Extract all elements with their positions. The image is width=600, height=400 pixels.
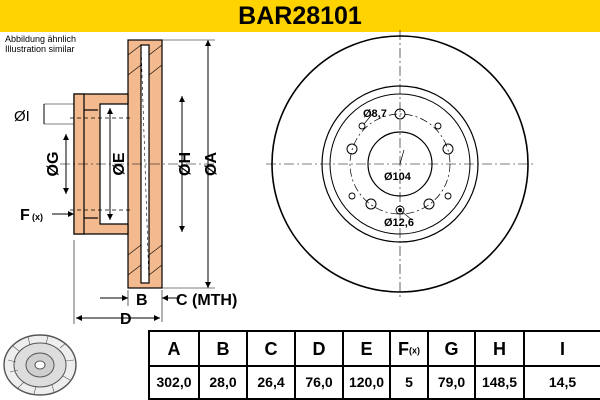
- table-value-f: 5: [389, 367, 427, 398]
- label-dim-e: ØE: [111, 152, 128, 175]
- label-hole-diameter: Ø8,7: [363, 108, 387, 120]
- table-border-bottom: [148, 398, 600, 400]
- section-hatching: [127, 44, 163, 276]
- locating-hole: [444, 192, 452, 200]
- header-bar: [0, 0, 600, 32]
- table-value-a: 302,0: [148, 367, 198, 398]
- table-header-b: B: [198, 332, 246, 365]
- label-pcd: Ø104: [384, 171, 412, 183]
- table-value-g: 79,0: [427, 367, 474, 398]
- label-center-hole: Ø12,6: [384, 217, 414, 229]
- table-value-h: 148,5: [474, 367, 523, 398]
- label-dim-a: ØA: [203, 152, 220, 176]
- bolt-hole: [423, 198, 435, 210]
- table-header-c: C: [246, 332, 294, 365]
- label-d: D: [120, 311, 132, 328]
- front-view: [266, 30, 534, 298]
- disc-thumbnail: [3, 334, 77, 396]
- table-divider: [148, 365, 600, 367]
- table-header-f: F(x): [389, 332, 427, 365]
- locating-holes: [348, 122, 452, 215]
- table-value-e: 120,0: [342, 367, 389, 398]
- part-number-title: BAR28101: [238, 2, 362, 30]
- note-line-de: Abbildung ähnlich: [5, 34, 77, 44]
- locating-hole: [358, 122, 366, 130]
- label-b: B: [136, 292, 148, 309]
- locating-hole: [348, 192, 356, 200]
- label-c: C (MTH): [176, 292, 237, 309]
- bolt-hole: [346, 143, 358, 155]
- illustration-note: Abbildung ähnlich Illustration similar: [5, 34, 76, 54]
- label-dim-i: ØI: [14, 108, 30, 125]
- note-line-en: Illustration similar: [5, 44, 75, 54]
- label-dim-h: ØH: [177, 152, 194, 176]
- side-dimensions: [43, 39, 215, 324]
- table-value-i: 14,5: [523, 367, 600, 398]
- table-header-f-sub: (x): [409, 345, 420, 356]
- bolt-hole: [365, 198, 377, 210]
- label-f: F: [20, 207, 30, 224]
- bolt-hole: [394, 108, 406, 120]
- table-header-g: G: [427, 332, 474, 365]
- table-header-i: I: [523, 332, 600, 365]
- locating-hole: [434, 122, 442, 130]
- disc-hat: [73, 93, 129, 235]
- table-header-e: E: [342, 332, 389, 365]
- side-section-view: [60, 39, 215, 289]
- table-value-c: 26,4: [246, 367, 294, 398]
- bolt-holes: [346, 108, 454, 210]
- bolt-hole: [442, 143, 454, 155]
- spec-table: A B C D E F(x) G H I 302,0 28,0 26,4 76,…: [0, 330, 600, 400]
- table-header-d: D: [294, 332, 342, 365]
- table-value-d: 76,0: [294, 367, 342, 398]
- center-hole: [395, 205, 405, 215]
- table-value-b: 28,0: [198, 367, 246, 398]
- table-header-a: A: [148, 332, 198, 365]
- table-header-f-letter: F: [398, 339, 409, 359]
- table-header-h: H: [474, 332, 523, 365]
- label-dim-g: ØG: [45, 152, 62, 177]
- table-border-top: [148, 330, 600, 332]
- label-f-sub: (x): [32, 212, 43, 222]
